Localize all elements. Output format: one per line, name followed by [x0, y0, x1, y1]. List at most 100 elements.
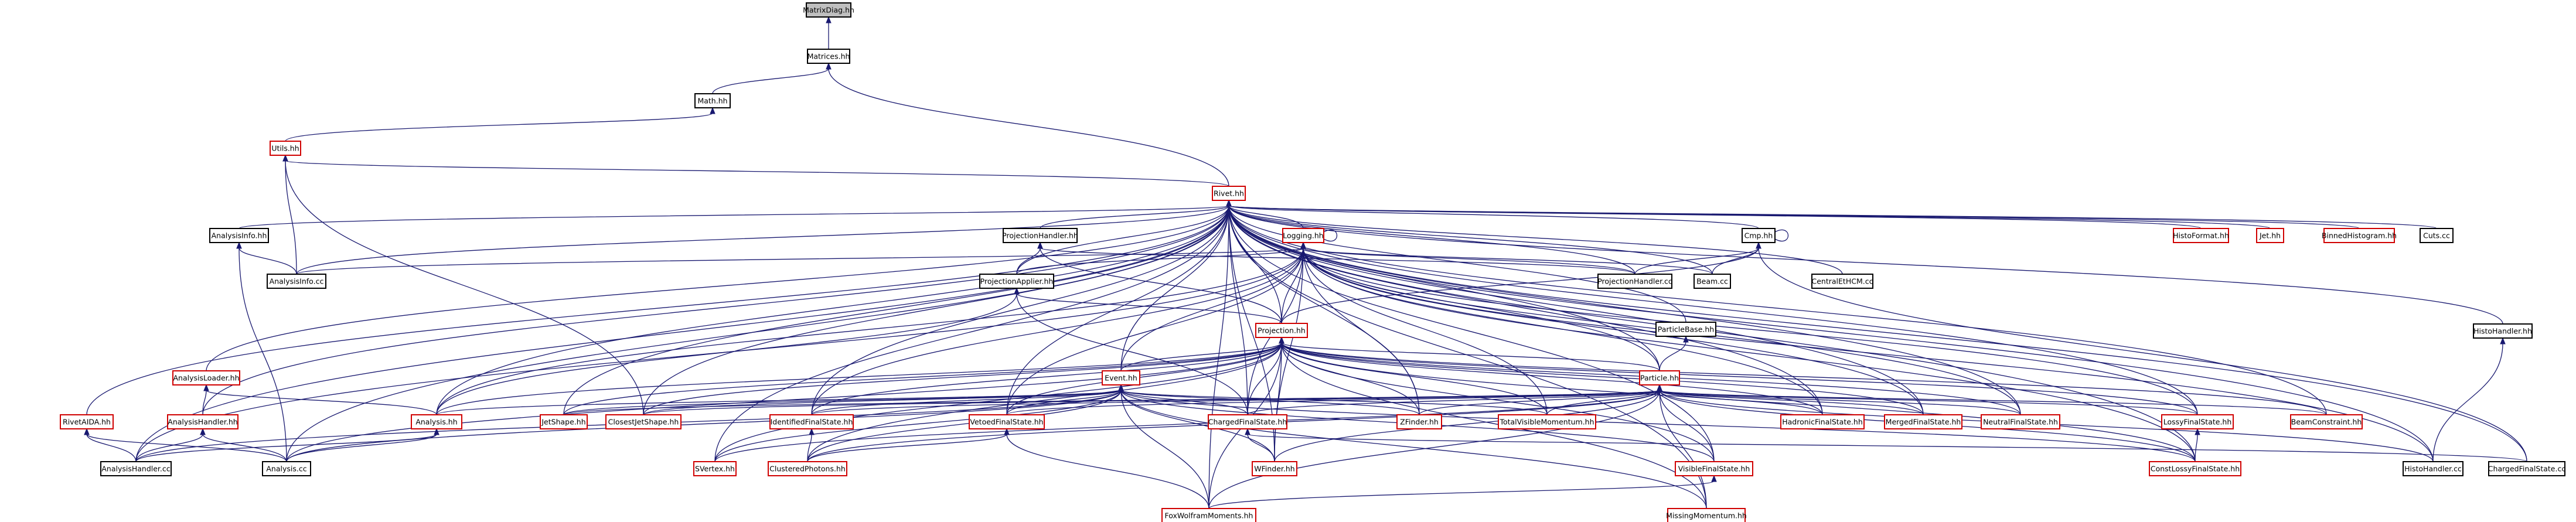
node-Event[interactable]: Event.hh: [1102, 370, 1140, 385]
node-LossyFS[interactable]: LossyFinalState.hh: [2161, 414, 2234, 429]
edge-MatrixDiag-Matrices: [826, 16, 832, 49]
edge-HistoHandlerHH-HistoHandlerCC: [2432, 337, 2506, 462]
node-box: [2256, 228, 2284, 243]
node-VisibleFS[interactable]: VisibleFinalState.hh: [1675, 461, 1753, 476]
node-label: AnalysisLoader.hh: [173, 374, 240, 383]
node-SVertex[interactable]: SVertex.hh: [693, 461, 737, 476]
node-HistoHandlerHH[interactable]: HistoHandler.hh: [2473, 323, 2533, 339]
edge-Projection-AnalysisCC: [286, 336, 1284, 462]
edge-RivetAIDA-AnalysisHandlerCC: [84, 428, 137, 462]
node-ConstLossyFS[interactable]: ConstLossyFinalState.hh: [2149, 461, 2241, 476]
node-label: Jet.hh: [2259, 231, 2281, 240]
edge-Projection-VetoedFS: [1006, 336, 1284, 415]
node-label: ClusteredPhotons.hh: [769, 465, 846, 473]
node-Rivet[interactable]: Rivet.hh: [1212, 186, 1246, 201]
node-box: [693, 461, 737, 476]
node-label: TotalVisibleMomentum.hh: [1499, 418, 1594, 427]
node-MergedFS[interactable]: MergedFinalState.hh: [1884, 414, 1962, 429]
edge-Projection-Particle: [1279, 336, 1660, 371]
node-ClosestJetShape[interactable]: ClosestJetShape.hh: [605, 414, 682, 429]
node-box: [1981, 414, 2060, 429]
node-label: FoxWolframMoments.hh: [1165, 511, 1253, 520]
node-label: HistoHandler.hh: [2473, 327, 2532, 336]
node-NeutralFS[interactable]: NeutralFinalState.hh: [1981, 414, 2060, 429]
node-label: ChargedFinalState.cc: [2488, 465, 2566, 473]
node-RivetAIDA[interactable]: RivetAIDA.hh: [60, 414, 114, 429]
node-label: BinnedHistogram.hh: [2322, 231, 2397, 240]
node-AnalysisInfoCC[interactable]: AnalysisInfo.cc: [267, 274, 326, 289]
edge-VisibleFS-FoxWolfram: [1208, 475, 1717, 509]
node-Particle[interactable]: Particle.hh: [1639, 370, 1680, 385]
node-box: [1742, 228, 1776, 243]
node-Cmp[interactable]: Cmp.hh: [1742, 228, 1776, 243]
node-box: [1884, 414, 1962, 429]
node-ZFinder[interactable]: ZFinder.hh: [1396, 414, 1442, 429]
node-VetoedFS[interactable]: VetoedFinalState.hh: [969, 414, 1045, 429]
node-label: Logging.hh: [1283, 231, 1323, 240]
edge-Utils-Rivet: [282, 154, 1229, 187]
edge-Matrices-Math: [712, 62, 832, 94]
node-JetShape[interactable]: JetShape.hh: [540, 414, 588, 429]
node-ProjectionHandlerCC[interactable]: ProjectionHandler.cc: [1597, 274, 1672, 289]
edge-Logging-TotalVisMom: [1300, 241, 1548, 415]
edge-Projection-ConstLossyFS: [1279, 336, 2196, 462]
node-BeamConstraint[interactable]: BeamConstraint.hh: [2290, 414, 2363, 429]
node-box: [540, 414, 588, 429]
node-label: HistoFormat.hh: [2173, 231, 2229, 240]
node-Jet[interactable]: Jet.hh: [2256, 228, 2284, 243]
node-label: ParticleBase.hh: [1658, 325, 1714, 334]
node-HistoHandlerCC[interactable]: HistoHandler.cc: [2403, 461, 2463, 476]
node-box: [1212, 186, 1246, 201]
node-ClusteredPhotons[interactable]: ClusteredPhotons.hh: [768, 461, 847, 476]
node-FoxWolfram[interactable]: FoxWolframMoments.hh: [1161, 508, 1256, 522]
node-Cuts[interactable]: Cuts.cc: [2420, 228, 2454, 243]
node-BinnedHistogram[interactable]: BinnedHistogram.hh: [2322, 228, 2397, 243]
node-HadronicFS[interactable]: HadronicFinalState.hh: [1780, 414, 1865, 429]
node-ChargedFSCC[interactable]: ChargedFinalState.cc: [2488, 461, 2566, 476]
node-box: [1003, 228, 1078, 243]
node-AnalysisLoader[interactable]: AnalysisLoader.hh: [172, 370, 240, 385]
node-label: VetoedFinalState.hh: [970, 418, 1043, 427]
node-box: [694, 93, 731, 108]
node-AnalysisHH[interactable]: Analysis.hh: [411, 414, 462, 429]
node-HistoFormat[interactable]: HistoFormat.hh: [2173, 228, 2229, 243]
node-box: [267, 274, 326, 289]
node-Logging[interactable]: Logging.hh: [1282, 228, 1324, 243]
node-box: [1667, 508, 1746, 522]
node-label: MatrixDiag.hh: [803, 6, 854, 15]
node-Projection[interactable]: Projection.hh: [1255, 323, 1308, 338]
node-ProjectionHandlerHH[interactable]: ProjectionHandler.hh: [1002, 228, 1078, 243]
node-label: IdentifiedFinalState.hh: [771, 418, 853, 427]
node-box: [1811, 274, 1873, 289]
node-AnalysisHandlerHH[interactable]: AnalysisHandler.hh: [167, 414, 238, 429]
node-TotalVisMom[interactable]: TotalVisibleMomentum.hh: [1498, 414, 1596, 429]
node-box: [979, 274, 1054, 289]
edge-Rivet-AnalysisInfoCC: [296, 199, 1232, 275]
node-ChargedFS[interactable]: ChargedFinalState.hh: [1208, 414, 1287, 429]
node-Math[interactable]: Math.hh: [694, 93, 731, 108]
node-box: [969, 414, 1045, 429]
edge-AnalysisHH-AnalysisCC: [286, 428, 439, 462]
node-Utils[interactable]: Utils.hh: [270, 141, 301, 156]
node-box: [2403, 461, 2463, 476]
edge-ProjectionHandlerHH-Projection: [1037, 241, 1282, 324]
node-ProjectionApplier[interactable]: ProjectionApplier.hh: [979, 274, 1054, 289]
node-MissingMomentum[interactable]: MissingMomentum.hh: [1666, 508, 1747, 522]
node-AnalysisCC[interactable]: Analysis.cc: [262, 461, 311, 476]
node-box: [1255, 323, 1308, 338]
edge-Logging-AnalysisHH: [436, 241, 1306, 415]
node-IdentifiedFS[interactable]: IdentifiedFinalState.hh: [769, 414, 854, 429]
node-BeamCC[interactable]: Beam.cc: [1694, 274, 1731, 289]
node-box: [167, 414, 238, 429]
node-label: ClosestJetShape.hh: [608, 418, 679, 427]
node-Matrices[interactable]: Matrices.hh: [807, 49, 850, 64]
edge-Utils-ClosestJetShape: [282, 154, 644, 415]
node-CentralEtHCM[interactable]: CentralEtHCM.cc: [1811, 274, 1873, 289]
node-label: ZFinder.hh: [1400, 418, 1439, 427]
node-AnalysisInfoHH[interactable]: AnalysisInfo.hh: [209, 228, 269, 243]
node-WFinder[interactable]: WFinder.hh: [1252, 461, 1297, 476]
node-MatrixDiag[interactable]: MatrixDiag.hh: [803, 2, 854, 18]
node-AnalysisHandlerCC[interactable]: AnalysisHandler.cc: [100, 461, 172, 476]
edge-AnalysisInfoHH-AnalysisInfoCC: [236, 241, 297, 275]
node-ParticleBase[interactable]: ParticleBase.hh: [1655, 322, 1716, 337]
